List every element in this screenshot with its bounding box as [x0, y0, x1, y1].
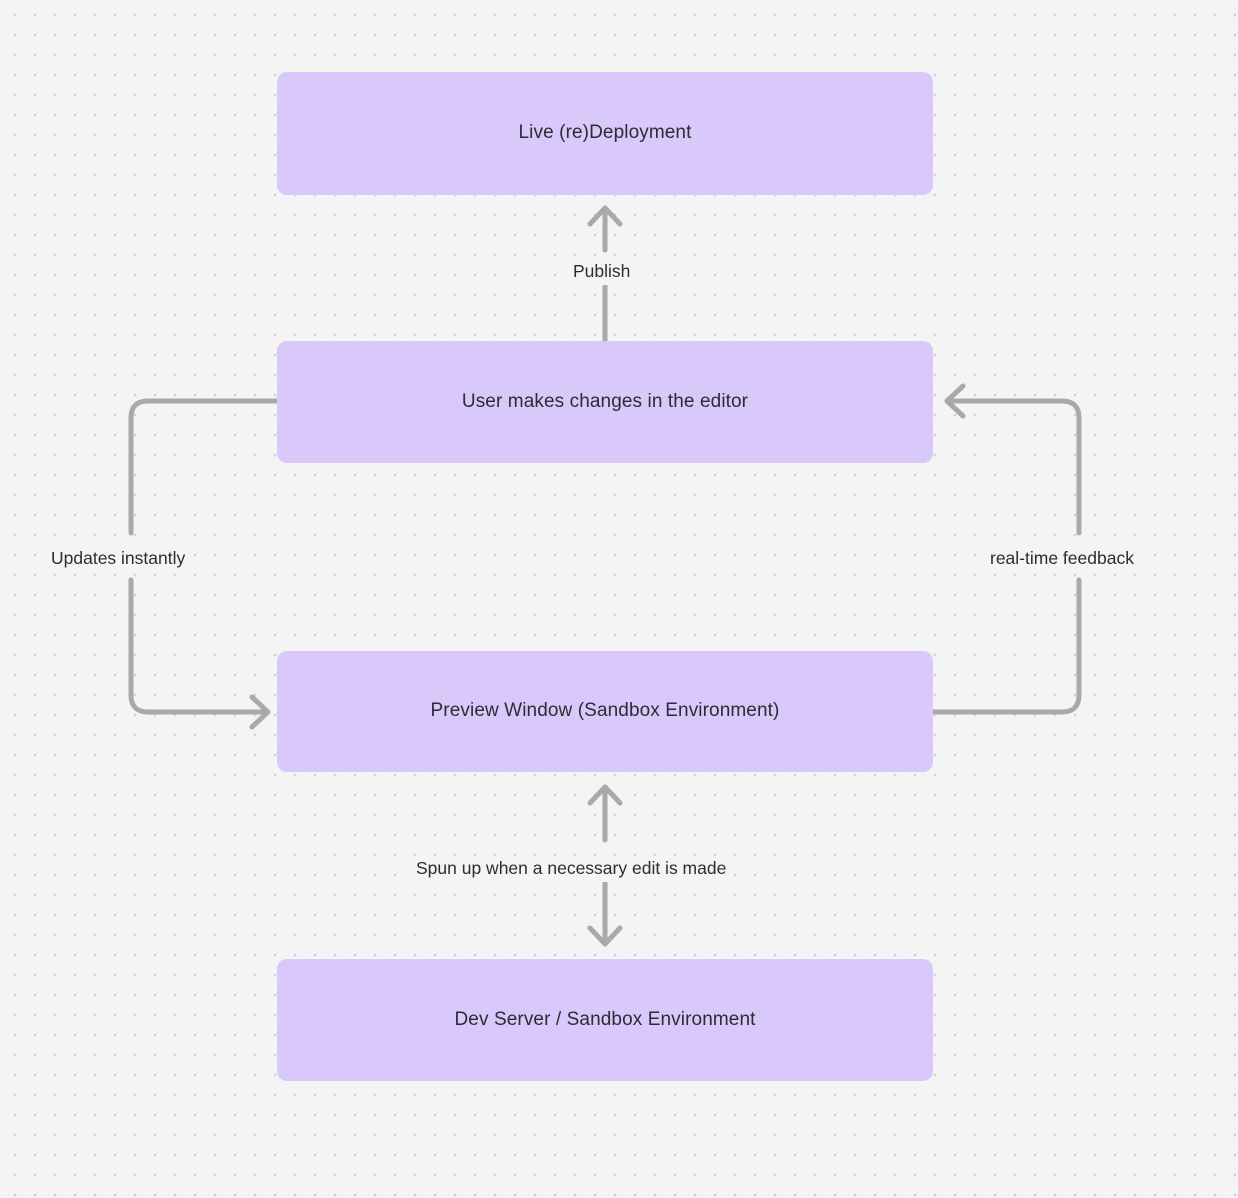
node-preview-window[interactable]: Preview Window (Sandbox Environment)	[277, 651, 933, 772]
edge-label-real-time-feedback: real-time feedback	[983, 546, 1141, 572]
node-live-redeployment[interactable]: Live (re)Deployment	[277, 72, 933, 195]
node-preview-window-label: Preview Window (Sandbox Environment)	[430, 700, 780, 722]
node-user-makes-changes-label: User makes changes in the editor	[461, 390, 749, 412]
node-user-makes-changes[interactable]: User makes changes in the editor	[277, 341, 933, 463]
node-live-redeployment-label: Live (re)Deployment	[518, 122, 692, 144]
edge-label-updates-instantly: Updates instantly	[44, 546, 193, 572]
node-dev-server-label: Dev Server / Sandbox Environment	[454, 1008, 756, 1030]
node-dev-server[interactable]: Dev Server / Sandbox Environment	[277, 959, 933, 1081]
edge-label-spun-up: Spun up when a necessary edit is made	[409, 856, 734, 882]
edge-label-publish: Publish	[566, 259, 638, 285]
